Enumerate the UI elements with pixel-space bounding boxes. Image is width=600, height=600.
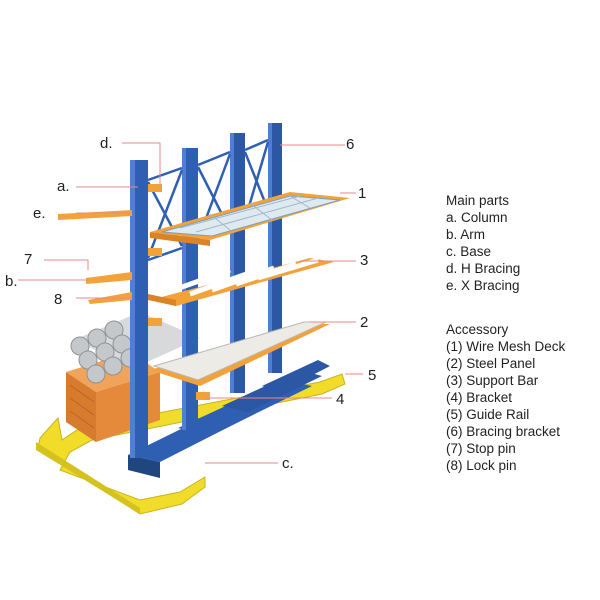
callout-1: 1 (358, 185, 366, 202)
callout-2: 2 (360, 314, 368, 331)
brackets (148, 184, 210, 400)
accessory-heading: Accessory (446, 322, 509, 337)
callout-b: b. (5, 273, 18, 290)
callout-5: 5 (368, 367, 376, 384)
callout-a: a. (57, 178, 70, 195)
main-part-item: c. Base (446, 244, 492, 259)
accessory-item: (5) Guide Rail (446, 407, 530, 422)
callout-7: 7 (24, 251, 32, 268)
leader-lines (18, 142, 363, 464)
callout-3: 3 (360, 252, 368, 269)
main-part-item: d. H Bracing (446, 261, 521, 276)
accessory-item: (1) Wire Mesh Deck (446, 339, 566, 354)
callout-4: 4 (336, 391, 344, 408)
wire-mesh-deck (150, 192, 350, 246)
accessory-item: (2) Steel Panel (446, 356, 536, 371)
accessory-item: (6) Bracing bracket (446, 424, 561, 439)
main-parts-heading: Main parts (446, 193, 510, 208)
accessory-item: (8) Lock pin (446, 458, 517, 473)
accessory-item: (7) Stop pin (446, 441, 516, 456)
main-part-item: a. Column (446, 210, 508, 225)
callout-e: e. (33, 205, 46, 222)
callouts: d. a. e. 7 b. 8 6 1 3 2 5 4 c. (5, 135, 376, 472)
accessory-item: (4) Bracket (446, 390, 513, 405)
accessory-item: (3) Support Bar (446, 373, 539, 388)
callout-8: 8 (54, 291, 62, 308)
callout-c: c. (282, 455, 294, 472)
support-bars (148, 257, 334, 306)
callout-6: 6 (346, 136, 354, 153)
main-part-item: e. X Bracing (446, 278, 520, 293)
callout-d: d. (100, 135, 113, 152)
main-parts-legend: Main parts a. Column b. Arm c. Base d. H… (446, 192, 520, 294)
back-arms (58, 210, 132, 304)
accessory-legend: Accessory (1) Wire Mesh Deck (2) Steel P… (446, 321, 565, 474)
bases (128, 360, 330, 478)
main-part-item: b. Arm (446, 227, 486, 242)
